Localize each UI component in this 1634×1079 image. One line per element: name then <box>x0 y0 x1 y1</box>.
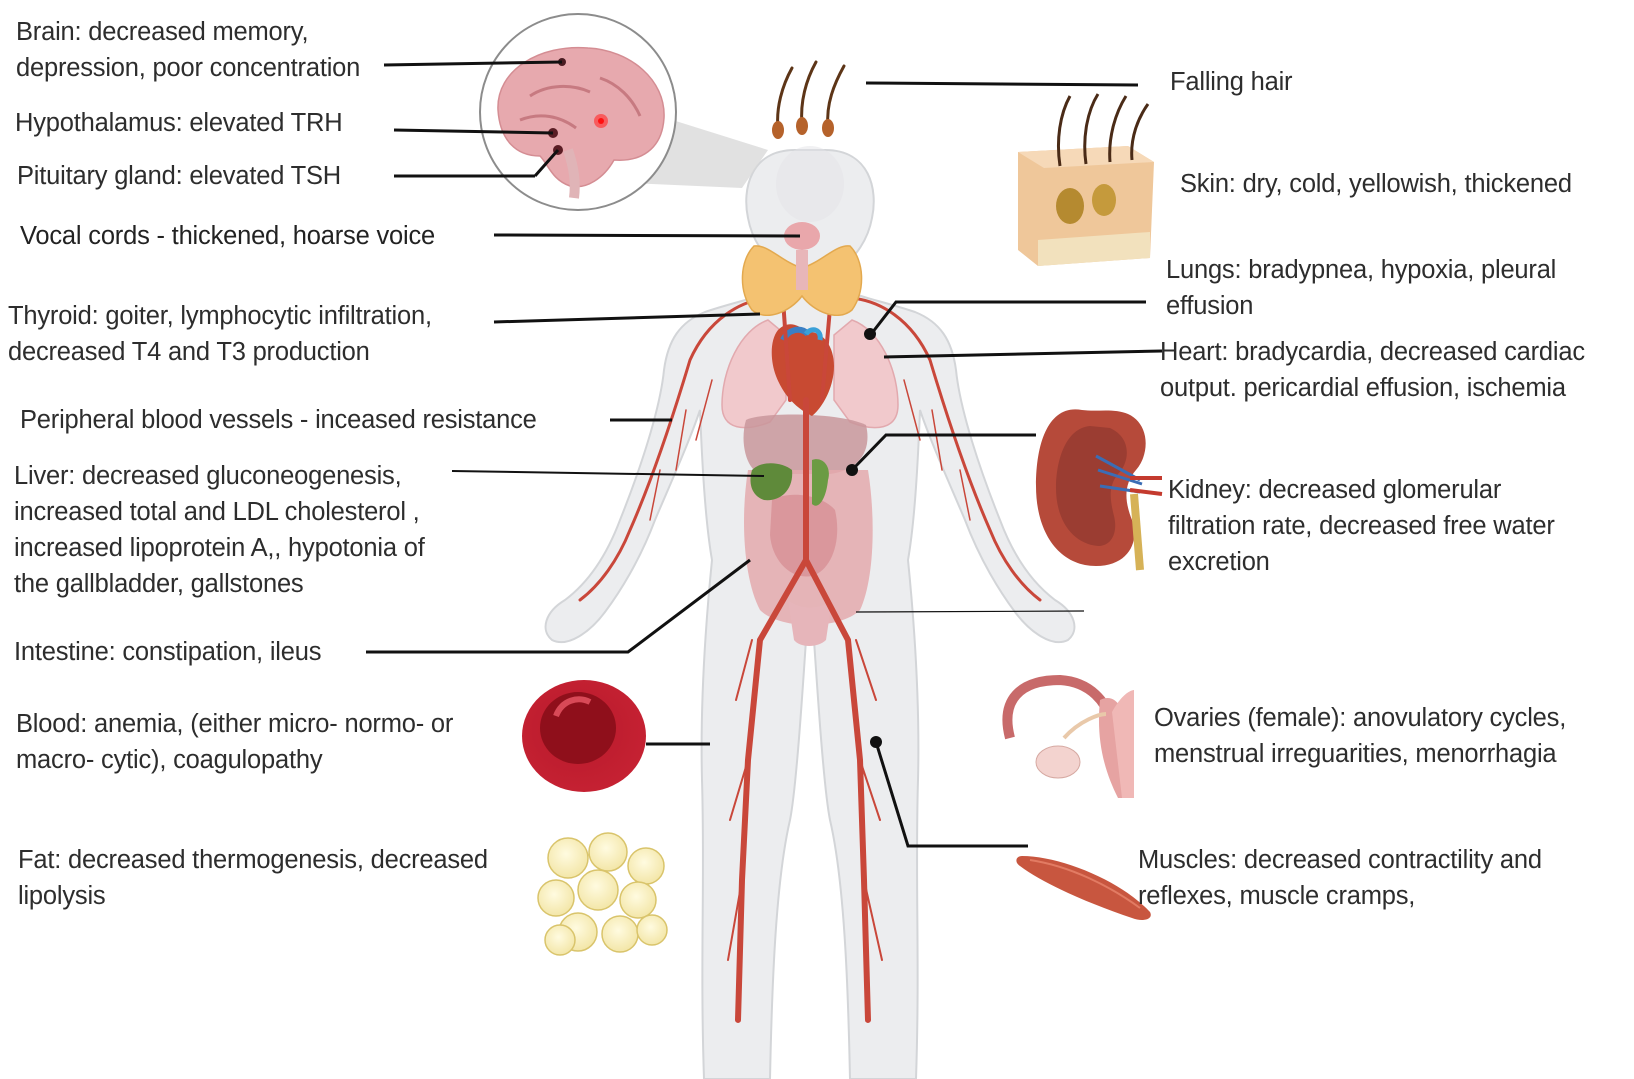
hypothalamus-label: Hypothalamus: elevated TRH <box>15 105 342 141</box>
intestine-label: Intestine: constipation, ileus <box>14 634 321 670</box>
falling-hair-label: Falling hair <box>1170 64 1292 100</box>
red-blood-cell-illustration <box>522 680 646 792</box>
pituitary-label: Pituitary gland: elevated TSH <box>17 158 341 194</box>
kidney-illustration <box>1036 409 1162 570</box>
muscle-illustration <box>1016 856 1150 920</box>
vocal-cords-label: Vocal cords - thickened, hoarse voice <box>20 218 435 254</box>
hair-illustration <box>772 62 844 139</box>
ovaries-label: Ovaries (female): anovulatory cycles,men… <box>1154 700 1566 772</box>
liver-label: Liver: decreased gluconeogenesis,increas… <box>14 458 425 602</box>
thyroid-label: Thyroid: goiter, lymphocytic infiltratio… <box>8 298 432 370</box>
ovary-illustration <box>1007 680 1134 798</box>
leader-vocal <box>494 235 800 236</box>
skin-label: Skin: dry, cold, yellowish, thickened <box>1180 166 1572 202</box>
head-illustration <box>776 146 844 222</box>
peripheral-vessels-label: Peripheral blood vessels - inceased resi… <box>20 402 537 438</box>
skin-illustration <box>1018 94 1154 266</box>
brain-magnifier <box>480 14 768 210</box>
leader-hair <box>866 83 1138 85</box>
fat-cells-illustration <box>538 833 667 955</box>
brain-label: Brain: decreased memory,depression, poor… <box>16 14 360 86</box>
